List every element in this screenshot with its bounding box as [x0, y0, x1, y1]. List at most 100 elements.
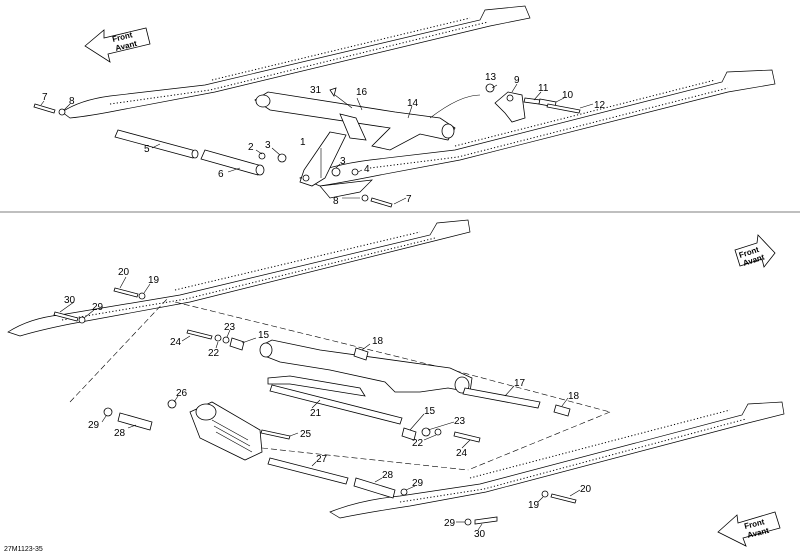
hardware-bottom: [53, 287, 577, 526]
callout: 6: [218, 169, 224, 180]
rail-rear-bottom: [7, 219, 471, 337]
callout: 4: [364, 164, 370, 175]
nut-29-front: [400, 488, 408, 496]
hardware-top: [33, 83, 581, 208]
sleeve-28-rear: [117, 412, 153, 431]
bracket: [494, 91, 526, 123]
callout: 23: [454, 416, 466, 427]
callout: 5: [144, 144, 150, 155]
bottom-assembly: Front Avant Front Avant: [7, 219, 785, 547]
callout: 30: [474, 529, 486, 540]
callout: 22: [208, 348, 220, 359]
callout: 25: [300, 429, 312, 440]
shaft-5: [114, 129, 199, 159]
shock-absorber: [189, 401, 263, 461]
nut-19-right: [541, 490, 549, 498]
bolt-7-right: [370, 197, 393, 208]
callout: 3: [340, 156, 346, 167]
callout: 7: [406, 194, 412, 205]
drawing-code: 27M1123-35: [4, 546, 43, 553]
callout: 11: [538, 83, 549, 94]
callout: 26: [176, 388, 188, 399]
leader-bracket: [429, 94, 481, 119]
callout: 29: [412, 478, 424, 489]
lower-bracket: [267, 375, 366, 397]
top-assembly: Front Avant: [33, 5, 776, 208]
callout: 29: [444, 518, 456, 529]
callout: 7: [42, 92, 48, 103]
callout: 18: [372, 336, 384, 347]
callout: 10: [562, 90, 574, 101]
callout: 27: [316, 454, 328, 465]
callouts-top: 31 16 14 13 9 11 10 12 7 8 5 1 2 3 3 4 6…: [42, 72, 606, 207]
front-direction-arrow-bottom: Front Avant: [717, 511, 781, 547]
front-direction-arrow-top: Front Avant: [84, 27, 151, 63]
callout: 14: [407, 98, 419, 109]
washer-2: [258, 152, 266, 160]
nut-22-left: [214, 334, 222, 342]
bushing-18-top: [353, 347, 369, 361]
callout: 22: [412, 438, 424, 449]
grease-fitting-31: [329, 87, 337, 97]
washer-23-left: [222, 336, 230, 344]
shaft-6: [200, 149, 265, 176]
bolt-20-left: [113, 287, 139, 298]
nut-13: [485, 83, 495, 93]
washer-23-right: [421, 427, 431, 437]
callout: 2: [248, 142, 254, 153]
callout: 8: [333, 196, 339, 207]
shaft-27: [267, 457, 349, 485]
assembly-lines: [69, 297, 611, 471]
callout: 20: [118, 267, 130, 278]
bushing-15-left: [229, 337, 245, 351]
callout: 1: [300, 137, 306, 148]
bushing-15-right: [401, 427, 417, 441]
bolt-24-right: [453, 431, 481, 443]
callout: 24: [170, 337, 182, 348]
callout: 13: [485, 72, 497, 83]
rail-front-bottom: [329, 401, 785, 519]
callout: 3: [265, 140, 271, 151]
callout: 18: [568, 391, 580, 402]
nut-22-right: [434, 428, 442, 436]
callout: 8: [69, 96, 75, 107]
callout: 21: [310, 408, 322, 419]
callout: 17: [514, 378, 526, 389]
rail-rear-top: [61, 5, 531, 119]
bolt-20-right: [550, 493, 577, 504]
rear-arm: [259, 339, 473, 394]
callout: 31: [310, 85, 322, 96]
callout: 30: [64, 295, 76, 306]
nut-4: [351, 168, 359, 176]
callout: 19: [148, 275, 160, 286]
callouts-bottom: 20 19 30 29 24 23 15 22 18 21 17 18 15 2…: [64, 267, 592, 540]
callout: 23: [224, 322, 236, 333]
callout: 16: [356, 87, 368, 98]
leaders-bottom: [59, 276, 581, 531]
callout: 28: [382, 470, 394, 481]
nut-29-left: [78, 316, 86, 324]
nut-8-left: [58, 108, 66, 116]
bushing-11: [523, 97, 541, 105]
bolt-12: [546, 103, 581, 114]
nut-19-left: [138, 292, 146, 300]
washer-3-a: [277, 153, 287, 163]
callout: 20: [580, 484, 592, 495]
front-arm: [254, 91, 456, 151]
leaders-top: [40, 83, 594, 205]
callout: 12: [594, 100, 606, 111]
nut-29-rear: [103, 407, 113, 417]
callout: 15: [258, 330, 270, 341]
shaft-21: [269, 384, 403, 425]
callout: 19: [528, 500, 540, 511]
bolt-30-left: [53, 311, 79, 322]
washer-3-b: [331, 167, 341, 177]
bolt-25: [260, 429, 291, 440]
callout: 15: [424, 406, 436, 417]
front-direction-arrow-right: Front Avant: [734, 234, 776, 268]
nut-29-bottom: [464, 518, 472, 526]
shaft-17: [462, 387, 541, 409]
callout: 28: [114, 428, 126, 439]
